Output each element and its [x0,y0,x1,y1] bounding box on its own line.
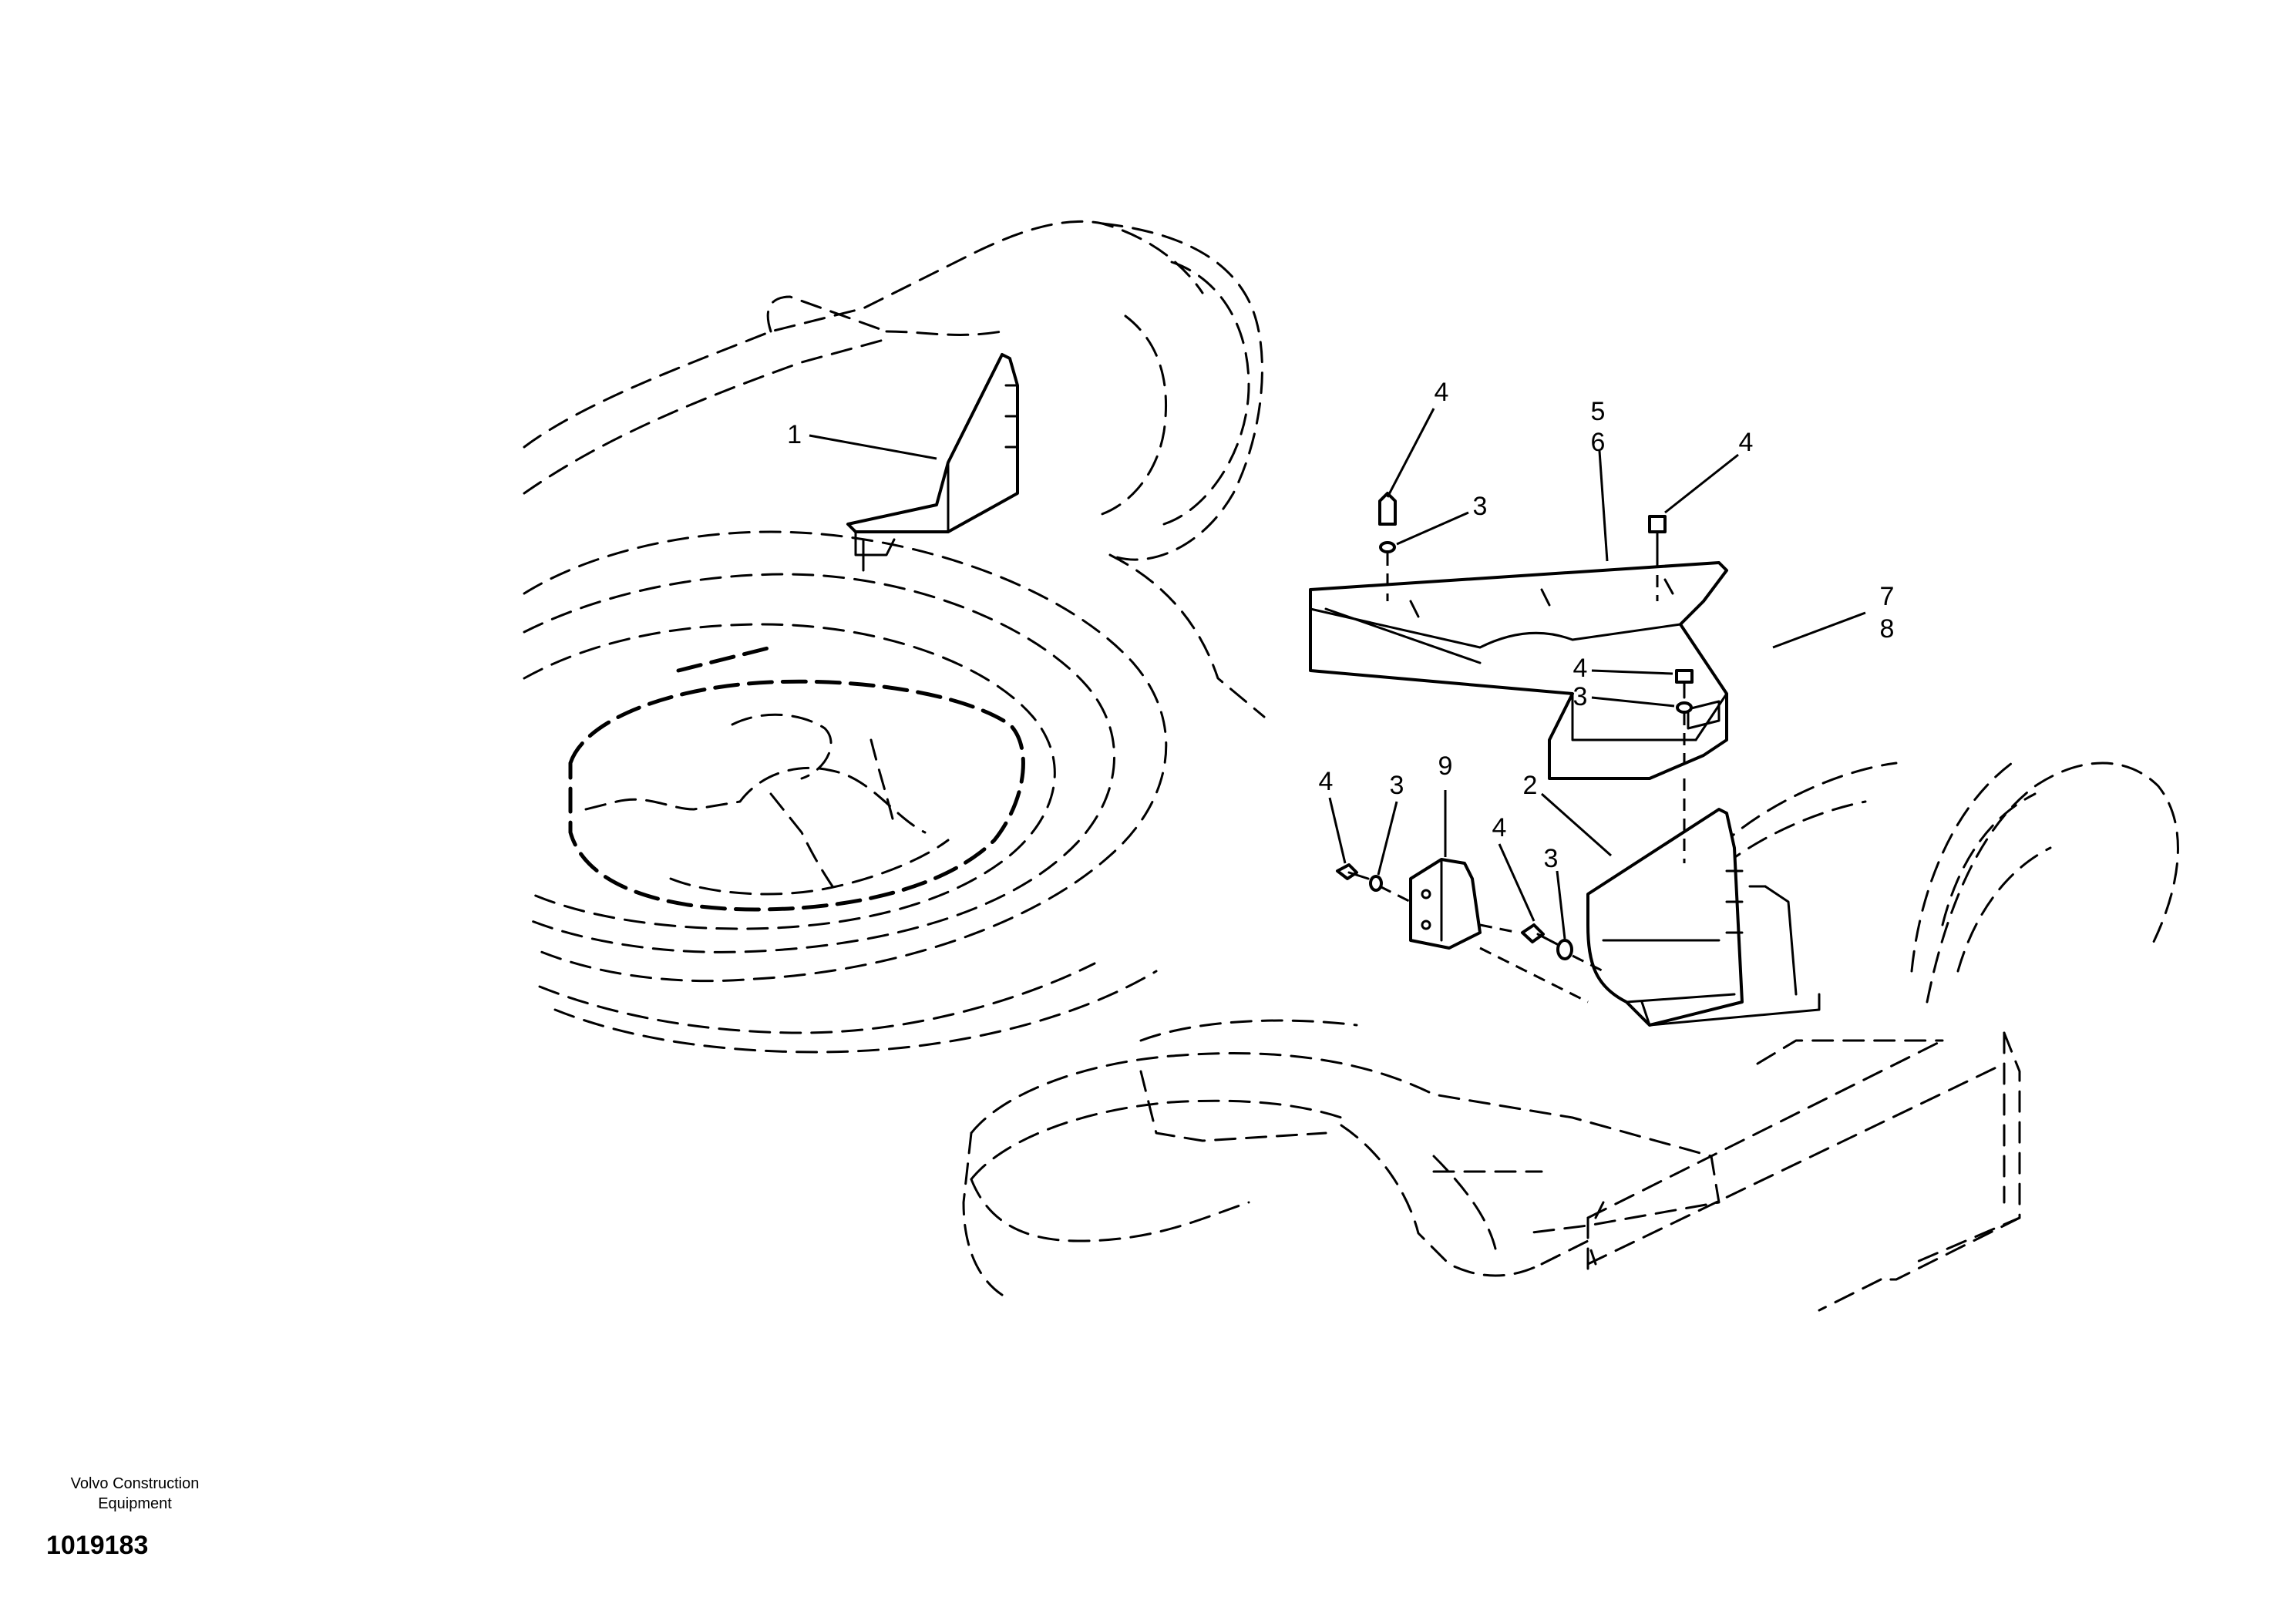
callout-4-middle: 4 [1573,654,1588,683]
drawing-footer: Volvo Construction Equipment 1019183 [46,1474,224,1561]
callout-8: 8 [1880,614,1895,644]
drawing-number: 1019183 [46,1531,149,1560]
cover-part-5-6 [1309,561,1728,780]
callout-1: 1 [787,420,802,449]
callout-3-middle: 3 [1573,682,1588,711]
ghost-frame-outline [523,220,2179,1312]
callout-7: 7 [1880,582,1895,611]
callout-labels: 1 2 3 3 3 3 4 4 4 4 4 5 6 7 8 9 [787,378,1894,873]
callout-4-lower-right: 4 [1492,813,1507,842]
callout-6: 6 [1591,428,1606,457]
callout-4-top-right: 4 [1739,428,1754,457]
callout-4-top-left: 4 [1435,378,1449,407]
bracket-part-1 [846,353,1019,572]
callout-4-lower-left: 4 [1319,767,1334,796]
fasteners [1336,492,1694,1004]
callout-3-lower-left: 3 [1390,771,1404,800]
bracket-part-2 [1586,808,1821,1027]
callout-5: 5 [1591,397,1606,426]
callout-2: 2 [1523,771,1538,800]
company-name: Volvo Construction Equipment [70,1475,200,1512]
callout-9: 9 [1438,751,1453,781]
callout-3-lower-right: 3 [1544,844,1559,873]
callout-3-top: 3 [1473,492,1488,521]
leader-lines [809,408,1866,940]
clip-part-9 [1409,858,1482,950]
